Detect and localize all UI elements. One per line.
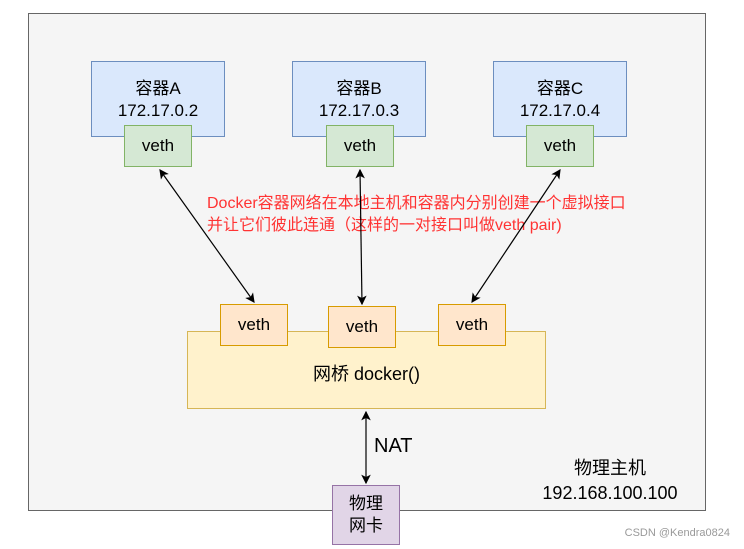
nic-line-1: 物理	[349, 494, 383, 513]
arrow-b	[355, 168, 367, 306]
bridge-veth-c: veth	[438, 304, 506, 346]
nat-label: NAT	[374, 435, 413, 457]
host-label: 物理主机 192.168.100.100	[530, 456, 690, 506]
watermark: CSDN @Kendra0824	[624, 527, 730, 539]
container-c-name: 容器C	[536, 79, 584, 98]
container-c-ip: 172.17.0.4	[519, 101, 601, 120]
container-a-name: 容器A	[135, 79, 181, 98]
physical-nic: 物理 网卡	[332, 485, 400, 545]
container-a: 容器A 172.17.0.2	[91, 61, 225, 137]
container-b-name: 容器B	[336, 79, 382, 98]
nic-line-2: 网卡	[349, 516, 383, 535]
container-a-veth: veth	[124, 125, 192, 167]
container-b-veth: veth	[326, 125, 394, 167]
container-a-ip: 172.17.0.2	[117, 101, 199, 120]
host-ip: 192.168.100.100	[542, 483, 678, 503]
arrow-a	[159, 169, 255, 303]
container-c: 容器C 172.17.0.4	[493, 61, 627, 137]
arrow-c	[471, 169, 561, 303]
container-c-veth: veth	[526, 125, 594, 167]
bridge-label: 网桥 docker()	[312, 364, 420, 384]
bridge-veth-a: veth	[220, 304, 288, 346]
bridge-veth-b: veth	[328, 306, 396, 348]
container-b-ip: 172.17.0.3	[318, 101, 400, 120]
host-name: 物理主机	[574, 458, 646, 478]
